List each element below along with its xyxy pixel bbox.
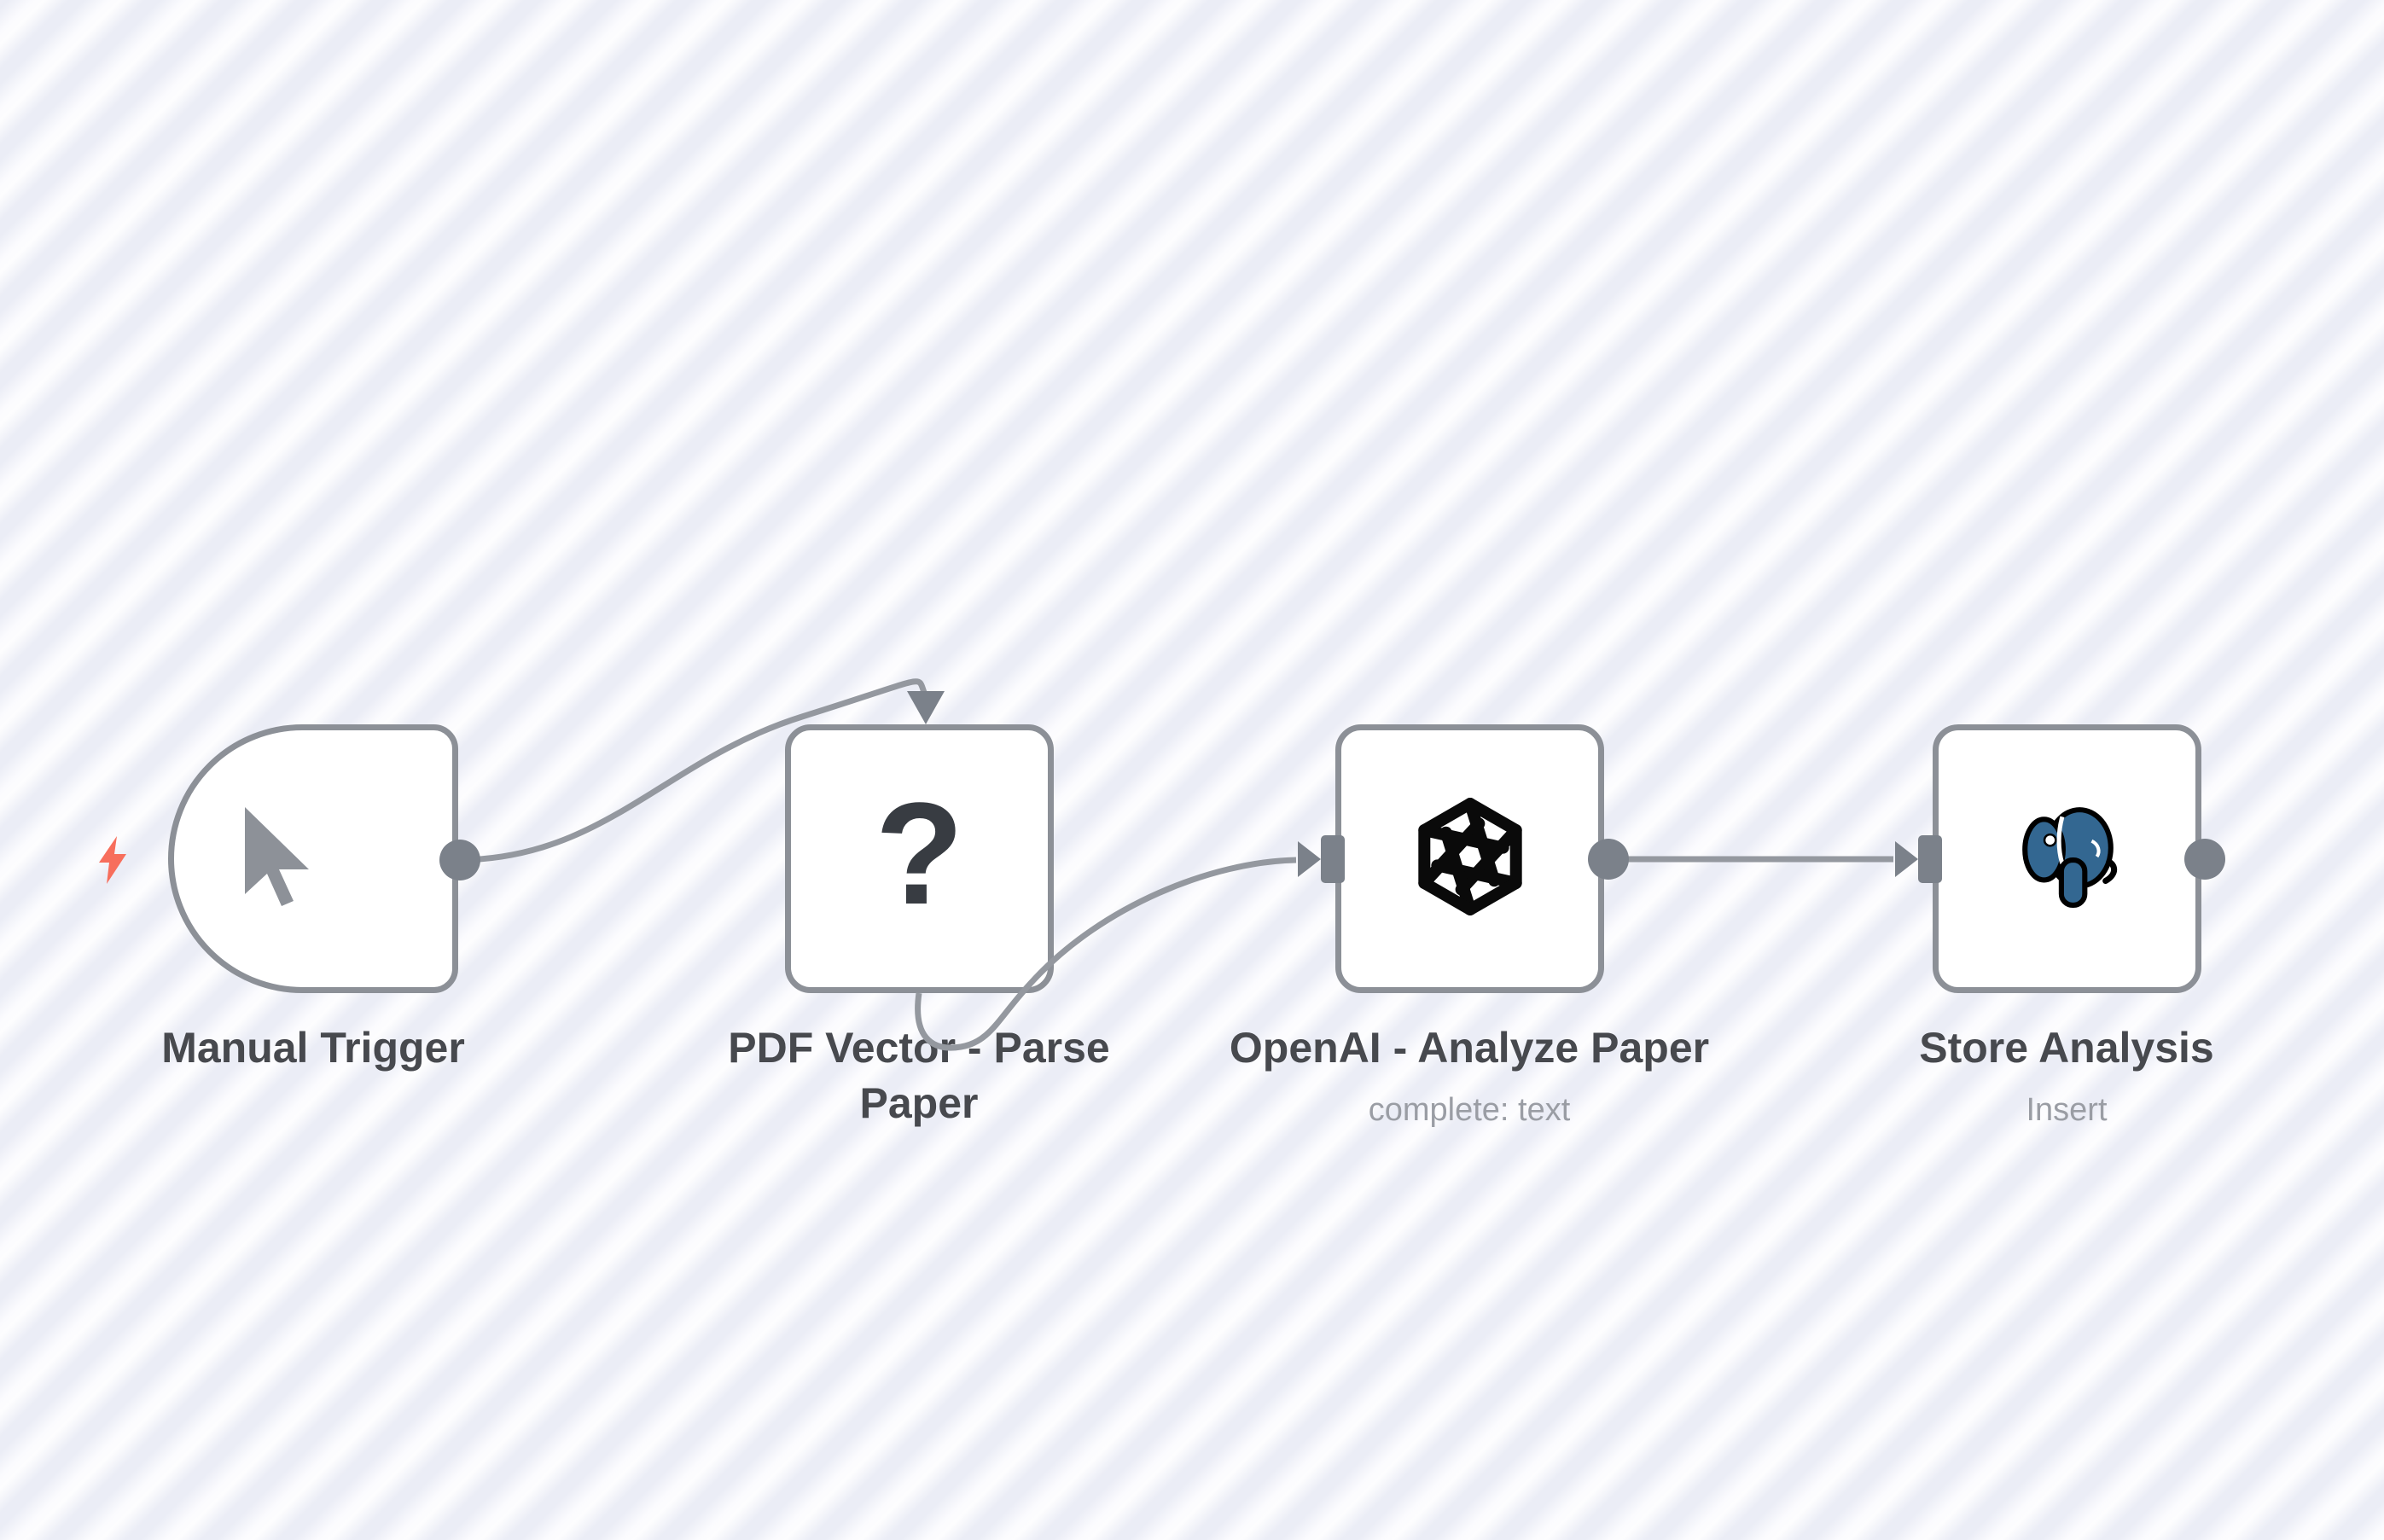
question-mark-icon: ?: [875, 772, 964, 935]
lightning-bolt-icon: [99, 836, 126, 884]
output-port-manual-trigger[interactable]: [439, 840, 480, 880]
node-title: OpenAI - Analyze Paper: [1229, 1024, 1710, 1072]
node-title: Store Analysis: [1919, 1024, 2214, 1072]
node-store-analysis[interactable]: [1933, 724, 2201, 993]
output-port-openai[interactable]: [1588, 839, 1629, 880]
node-label-manual-trigger: Manual Trigger: [15, 1020, 612, 1076]
node-label-store-analysis: Store Analysis Insert: [1768, 1020, 2365, 1129]
node-label-openai: OpenAI - Analyze Paper complete: text: [1171, 1020, 1768, 1129]
output-port-store-analysis[interactable]: [2184, 839, 2225, 880]
connection-arrowhead-right-icon: [1895, 841, 1918, 877]
openai-logo-icon: [1411, 798, 1529, 920]
node-label-pdf-vector: PDF Vector - Parse Paper: [680, 1020, 1158, 1131]
node-manual-trigger[interactable]: [168, 724, 458, 993]
input-port-openai[interactable]: [1321, 835, 1345, 883]
connection-arrowhead-right-icon: [1298, 841, 1321, 877]
node-title: PDF Vector - Parse Paper: [728, 1024, 1110, 1127]
node-openai[interactable]: [1335, 724, 1604, 993]
cursor-icon: [241, 805, 310, 912]
node-pdf-vector[interactable]: ?: [785, 724, 1054, 993]
connection-manual-trigger-to-pdf-vector[interactable]: [459, 678, 929, 863]
node-subtitle: complete: text: [1368, 1092, 1571, 1128]
node-title: Manual Trigger: [161, 1024, 465, 1072]
connection-pdf-vector-to-openai[interactable]: [915, 857, 1297, 1051]
postgresql-logo-icon: [2015, 803, 2120, 915]
node-subtitle: Insert: [2026, 1092, 2108, 1128]
input-port-store-analysis[interactable]: [1918, 835, 1942, 883]
